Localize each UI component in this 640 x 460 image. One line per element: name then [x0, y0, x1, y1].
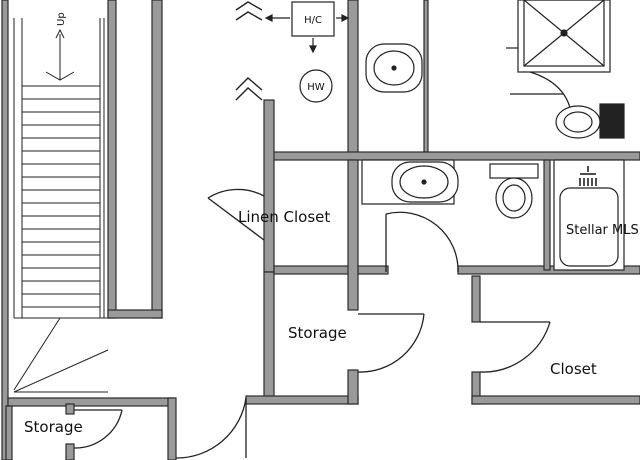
upper-sink: [365, 43, 423, 93]
linen-closet-label: Linen Closet: [238, 208, 330, 226]
door-swings: [73, 188, 551, 459]
water-heater-label: HW: [307, 82, 325, 93]
upper-toilet: [555, 103, 625, 139]
hvac-label: H/C: [304, 15, 322, 26]
water-heater: HW: [299, 69, 333, 103]
lower-toilet: [489, 163, 539, 219]
bathtub: [553, 159, 625, 271]
lower-sink: [361, 159, 459, 205]
storage-center-label: Storage: [288, 324, 347, 342]
shower-head-icon: [579, 166, 597, 186]
bifold-doors: [235, 1, 263, 101]
stairs-up-label: Up: [56, 12, 67, 26]
hvac-unit: H/C: [264, 1, 350, 54]
shower: [506, 0, 611, 133]
watermark: Stellar MLS: [566, 223, 639, 238]
stairs: [13, 18, 109, 393]
closet-label: Closet: [550, 360, 597, 378]
storage-left-label: Storage: [24, 418, 83, 436]
